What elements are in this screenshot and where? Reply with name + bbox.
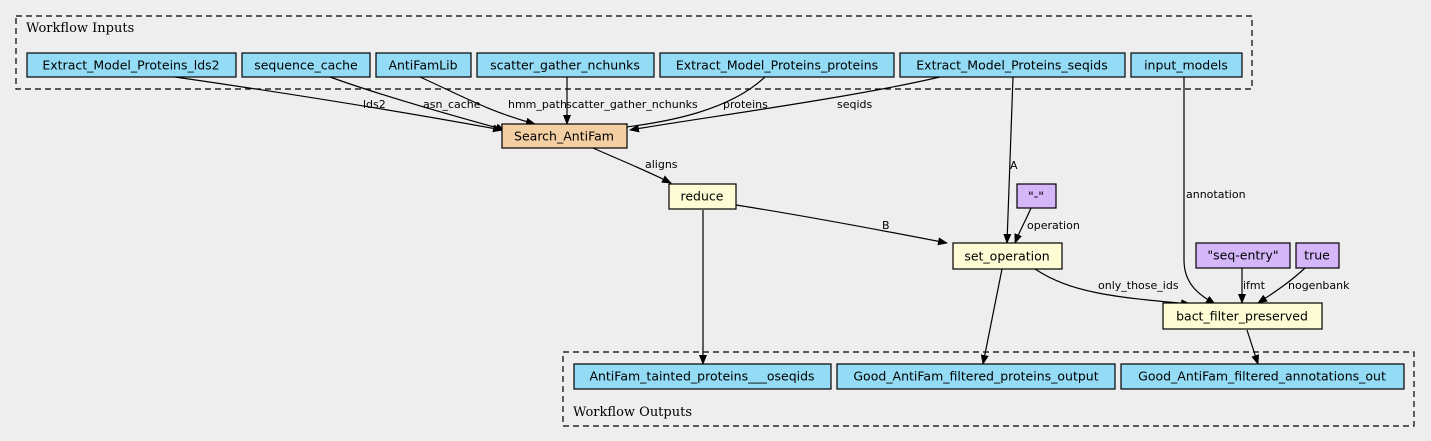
svg-text:Good_AntiFam_filtered_proteins: Good_AntiFam_filtered_proteins_output bbox=[853, 369, 1098, 384]
edge-annotation bbox=[1183, 77, 1216, 305]
node-dash-constant[interactable]: "-" bbox=[1016, 183, 1057, 209]
svg-text:set_operation: set_operation bbox=[964, 249, 1049, 264]
edge-lds2 bbox=[174, 76, 503, 133]
svg-text:sequence_cache: sequence_cache bbox=[254, 58, 358, 73]
svg-text:reduce: reduce bbox=[681, 189, 724, 204]
edge-label-proteins: proteins bbox=[723, 98, 768, 111]
node-bact-filter-preserved[interactable]: bact_filter_preserved bbox=[1162, 302, 1323, 330]
edge-label-operation: operation bbox=[1027, 219, 1080, 232]
node-antifam-tainted-proteins-oseqids[interactable]: AntiFam_tainted_proteins___oseqids bbox=[573, 363, 832, 390]
edge-label-only-those-ids: only_those_ids bbox=[1098, 279, 1179, 292]
workflow-outputs-cluster: Workflow Outputs bbox=[562, 351, 1415, 427]
node-true-constant[interactable]: true bbox=[1295, 242, 1340, 269]
workflow-inputs-cluster: Workflow Inputs bbox=[15, 15, 1253, 90]
edge-label-annotation: annotation bbox=[1186, 188, 1246, 201]
svg-text:Search_AntiFam: Search_AntiFam bbox=[514, 129, 614, 144]
svg-text:Extract_Model_Proteins_seqids: Extract_Model_Proteins_seqids bbox=[916, 58, 1107, 73]
step-nodes: Search_AntiFam reduce "-" set_operation … bbox=[501, 123, 1340, 330]
node-reduce[interactable]: reduce bbox=[668, 183, 737, 210]
edge-label-asn-cache: asn_cache bbox=[423, 98, 481, 111]
edge-aligns bbox=[592, 147, 672, 184]
node-input-models[interactable]: input_models bbox=[1130, 52, 1243, 78]
output-nodes: AntiFam_tainted_proteins___oseqids Good_… bbox=[573, 363, 1405, 390]
workflow-outputs-title: Workflow Outputs bbox=[573, 405, 692, 420]
edge-operation bbox=[1014, 207, 1032, 244]
edge-label-B: B bbox=[882, 219, 890, 232]
edge-filtered-annotations bbox=[1246, 329, 1260, 365]
edge-label-ifmt: ifmt bbox=[1243, 279, 1266, 292]
node-extract-model-proteins-lds2[interactable]: Extract_Model_Proteins_lds2 bbox=[26, 52, 237, 78]
svg-text:bact_filter_preserved: bact_filter_preserved bbox=[1176, 309, 1308, 324]
edge-label-lds2: lds2 bbox=[363, 98, 386, 111]
svg-text:Good_AntiFam_filtered_annotati: Good_AntiFam_filtered_annotations_out bbox=[1138, 369, 1386, 384]
node-sequence-cache[interactable]: sequence_cache bbox=[241, 52, 371, 78]
node-extract-model-proteins-seqids[interactable]: Extract_Model_Proteins_seqids bbox=[899, 52, 1126, 78]
svg-text:Extract_Model_Proteins_protein: Extract_Model_Proteins_proteins bbox=[676, 58, 878, 73]
edge-label-nchunks: scatter_gather_nchunks bbox=[566, 98, 698, 111]
edge-B bbox=[735, 204, 948, 246]
edge-A bbox=[1003, 76, 1014, 244]
edge-labels: lds2 asn_cache hmm_path scatter_gather_n… bbox=[363, 98, 1350, 292]
workflow-inputs-title: Workflow Inputs bbox=[26, 21, 134, 36]
svg-text:true: true bbox=[1304, 248, 1330, 263]
edge-hmm-path bbox=[419, 76, 536, 126]
edge-only-those-ids bbox=[1034, 268, 1191, 308]
edge-label-nogenbank: nogenbank bbox=[1288, 279, 1350, 292]
edges bbox=[174, 76, 1306, 365]
svg-text:scatter_gather_nchunks: scatter_gather_nchunks bbox=[490, 58, 640, 73]
edge-seqids bbox=[629, 76, 941, 133]
edge-label-seqids: seqids bbox=[837, 98, 873, 111]
edge-filtered-proteins bbox=[980, 268, 1003, 365]
input-nodes: Extract_Model_Proteins_lds2 sequence_cac… bbox=[26, 52, 1243, 78]
node-set-operation[interactable]: set_operation bbox=[952, 242, 1063, 270]
node-extract-model-proteins-proteins[interactable]: Extract_Model_Proteins_proteins bbox=[659, 52, 895, 78]
node-scatter-gather-nchunks[interactable]: scatter_gather_nchunks bbox=[476, 52, 655, 78]
edge-asn-cache bbox=[329, 76, 506, 132]
edge-nogenbank bbox=[1257, 267, 1306, 304]
node-seq-entry-constant[interactable]: "seq-entry" bbox=[1195, 242, 1291, 269]
node-good-antifam-filtered-proteins-output[interactable]: Good_AntiFam_filtered_proteins_output bbox=[836, 363, 1116, 390]
svg-text:AntiFam_tainted_proteins___ose: AntiFam_tainted_proteins___oseqids bbox=[589, 369, 814, 384]
node-antifamlib[interactable]: AntiFamLib bbox=[375, 52, 472, 78]
svg-text:AntiFamLib: AntiFamLib bbox=[388, 58, 457, 73]
edge-label-aligns: aligns bbox=[645, 158, 678, 171]
edge-label-hmm-path: hmm_path bbox=[508, 98, 567, 111]
svg-text:"-": "-" bbox=[1028, 189, 1044, 204]
svg-text:Extract_Model_Proteins_lds2: Extract_Model_Proteins_lds2 bbox=[42, 58, 219, 73]
node-search-antifam[interactable]: Search_AntiFam bbox=[501, 123, 628, 149]
node-good-antifam-filtered-annotations-out[interactable]: Good_AntiFam_filtered_annotations_out bbox=[1120, 363, 1405, 390]
edge-label-A: A bbox=[1010, 159, 1018, 172]
svg-text:input_models: input_models bbox=[1144, 58, 1228, 73]
svg-text:"seq-entry": "seq-entry" bbox=[1207, 248, 1278, 263]
